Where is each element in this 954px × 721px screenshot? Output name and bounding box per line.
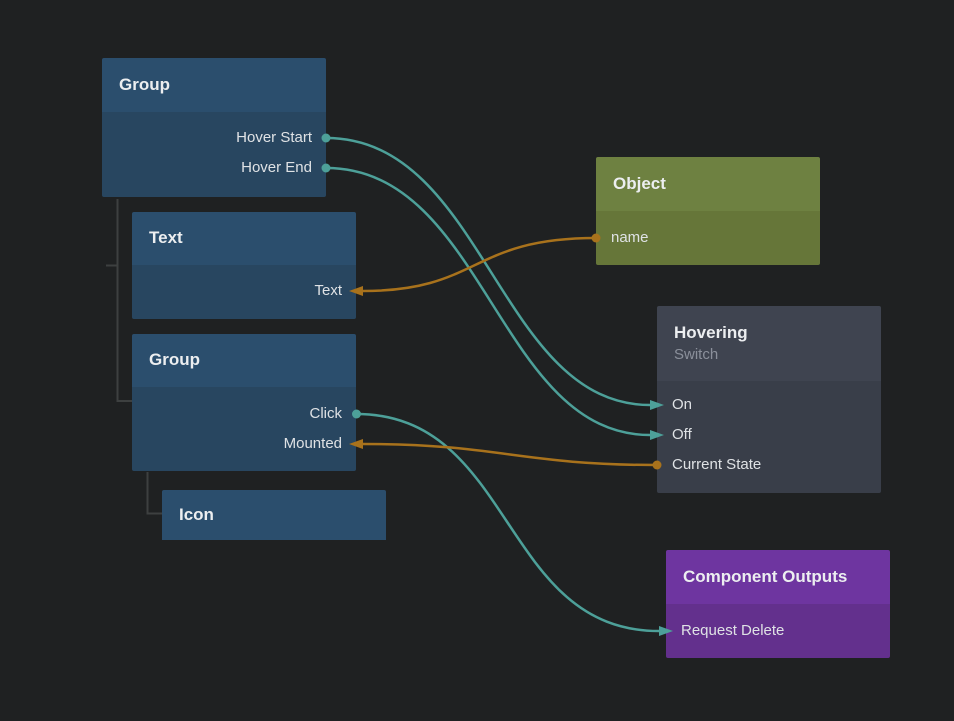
node-title: Text bbox=[149, 228, 183, 248]
wire-name-to-text[interactable] bbox=[362, 236, 597, 293]
port-current-state-output[interactable]: Current State bbox=[672, 456, 762, 473]
node-title: Group bbox=[149, 350, 200, 370]
wire-current-state-to-mounted[interactable] bbox=[362, 442, 658, 467]
node-title: Object bbox=[613, 173, 666, 193]
wire-click-to-request-delete[interactable] bbox=[355, 412, 660, 633]
node-header[interactable]: Component Outputs bbox=[666, 550, 890, 604]
node-header[interactable]: Group bbox=[102, 58, 326, 112]
node-title: Icon bbox=[179, 504, 214, 524]
node-header[interactable]: Text bbox=[132, 212, 356, 265]
port-name-output[interactable]: name bbox=[611, 229, 649, 246]
port-click-output[interactable]: Click bbox=[309, 405, 343, 422]
port-mounted-input[interactable]: Mounted bbox=[283, 435, 342, 452]
port-text-input[interactable]: Text bbox=[314, 282, 342, 299]
node-icon[interactable]: Icon bbox=[162, 490, 386, 540]
node-body: Request Delete bbox=[666, 604, 890, 658]
node-group-1[interactable]: Group Hover Start Hover End bbox=[102, 58, 326, 197]
node-title: Component Outputs bbox=[683, 566, 848, 586]
node-hovering-switch[interactable]: Hovering Switch On Off Current State bbox=[657, 306, 881, 493]
node-body: Click Mounted bbox=[132, 387, 356, 471]
node-text[interactable]: Text Text bbox=[132, 212, 356, 319]
node-group-2[interactable]: Group Click Mounted bbox=[132, 334, 356, 471]
node-header[interactable]: Hovering Switch bbox=[657, 306, 881, 381]
port-hover-start-output[interactable]: Hover Start bbox=[236, 129, 312, 146]
node-body: Hover Start Hover End bbox=[102, 112, 326, 197]
node-body: name bbox=[596, 211, 820, 265]
tree-connector-group1-to-group2 bbox=[116, 199, 132, 402]
node-subtitle: Switch bbox=[674, 346, 719, 364]
port-hover-end-output[interactable]: Hover End bbox=[241, 159, 312, 176]
node-component-outputs[interactable]: Component Outputs Request Delete bbox=[666, 550, 890, 658]
node-title: Group bbox=[119, 74, 170, 94]
node-body: On Off Current State bbox=[657, 381, 881, 493]
node-body: Text bbox=[132, 265, 356, 319]
port-on-input[interactable]: On bbox=[672, 396, 693, 413]
port-request-delete-input[interactable]: Request Delete bbox=[681, 622, 785, 639]
node-object[interactable]: Object name bbox=[596, 157, 820, 265]
node-header[interactable]: Group bbox=[132, 334, 356, 387]
node-title: Hovering bbox=[674, 322, 748, 342]
port-off-input[interactable]: Off bbox=[672, 426, 692, 443]
node-header[interactable]: Icon bbox=[162, 490, 386, 540]
node-header[interactable]: Object bbox=[596, 157, 820, 211]
tree-connector-group2-to-icon bbox=[146, 472, 162, 515]
